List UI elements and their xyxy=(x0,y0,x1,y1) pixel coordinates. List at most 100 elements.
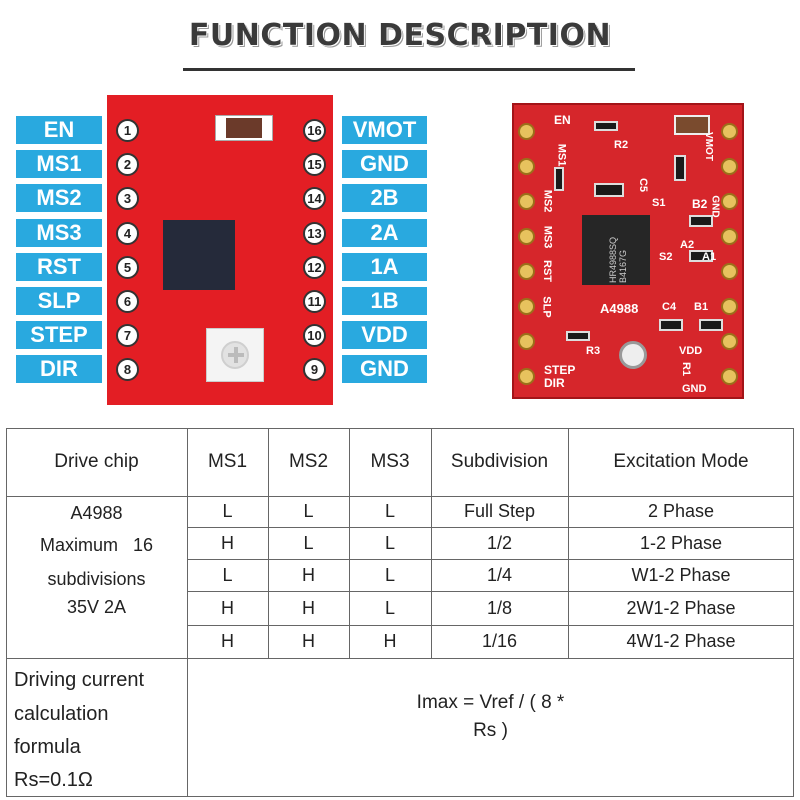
formula-label-text: calculation xyxy=(14,703,109,725)
table-cell: L xyxy=(222,501,233,521)
pin-number: 10 xyxy=(303,324,326,347)
photo-silkscreen-label: GND xyxy=(709,195,721,218)
photo-silkscreen-label: C5 xyxy=(637,177,650,193)
table-cell: H xyxy=(221,533,234,553)
photo-silkscreen-label: S2 xyxy=(659,251,673,263)
pin-label-right: VDD xyxy=(342,321,427,349)
pin-number: 11 xyxy=(303,290,326,313)
photo-silkscreen-label: MS2 xyxy=(541,189,554,213)
formula-text: Imax = Vref / ( 8 * xyxy=(416,692,565,713)
photo-solder-pad xyxy=(518,123,535,140)
pin-number: 16 xyxy=(303,119,326,142)
pin-number: 3 xyxy=(116,187,139,210)
photo-solder-pad xyxy=(721,228,738,245)
table-header-cell: MS2 xyxy=(288,451,329,472)
photo-silkscreen-label: VMOT xyxy=(702,132,714,161)
photo-silkscreen-label: C4 xyxy=(662,301,677,313)
pin-label-left: RST xyxy=(16,253,102,281)
table-cell: Full Step xyxy=(463,501,536,521)
capacitor-body xyxy=(226,118,262,138)
photo-silkscreen-label: A2 xyxy=(680,239,695,251)
table-cell: 4W1-2 Phase xyxy=(626,631,736,651)
photo-solder-pad xyxy=(518,333,535,350)
table-gridline xyxy=(268,428,269,658)
photo-silkscreen-label: R3 xyxy=(586,345,601,357)
photo-solder-pad xyxy=(518,368,535,385)
table-cell: H xyxy=(221,631,234,651)
table-gridline xyxy=(6,658,794,659)
photo-silkscreen-label: A4988 xyxy=(600,301,639,316)
table-header-cell: Subdivision xyxy=(450,451,549,472)
photo-chip-marking: HR4988SQ B4167G xyxy=(608,236,628,283)
photo-silkscreen-label: B2 xyxy=(692,197,708,211)
table-cell: L xyxy=(384,533,395,553)
photo-silkscreen-label: B1 xyxy=(694,301,709,313)
photo-solder-pad xyxy=(518,193,535,210)
photo-resistor xyxy=(689,250,713,262)
table-gridline xyxy=(187,591,794,592)
photo-solder-pad xyxy=(518,263,535,280)
photo-silkscreen-label: R2 xyxy=(614,139,629,151)
pin-number: 2 xyxy=(116,153,139,176)
photo-silkscreen-label: MS1 xyxy=(555,143,568,167)
table-gridline xyxy=(6,796,794,797)
table-gridline xyxy=(6,428,7,797)
pin-label-left: MS1 xyxy=(16,150,102,178)
photo-silkscreen-label: S1 xyxy=(652,197,666,209)
table-cell: 1/16 xyxy=(481,631,518,651)
table-header-cell: MS1 xyxy=(207,451,248,472)
table-header-cell: Excitation Mode xyxy=(613,451,749,472)
photo-resistor xyxy=(566,331,590,341)
pin-label-right: 1B xyxy=(342,287,427,315)
table-cell: W1-2 Phase xyxy=(631,565,731,585)
table-cell: L xyxy=(222,565,233,585)
table-gridline xyxy=(6,496,794,497)
table-cell: L xyxy=(384,598,395,618)
photo-solder-pad xyxy=(721,193,738,210)
drive-chip-text: A4988 xyxy=(70,503,123,523)
photo-resistor xyxy=(594,183,624,197)
table-header-cell: Drive chip xyxy=(54,451,139,472)
pin-number: 15 xyxy=(303,153,326,176)
table-cell: H xyxy=(221,598,234,618)
potentiometer-knob xyxy=(221,341,249,369)
photo-silkscreen-label: VDD xyxy=(679,345,703,357)
photo-silkscreen-label: SLP xyxy=(540,296,553,318)
pin-number: 14 xyxy=(303,187,326,210)
photo-solder-pad xyxy=(721,123,738,140)
potentiometer xyxy=(206,328,264,382)
pin-number: 5 xyxy=(116,256,139,279)
pin-number: 12 xyxy=(303,256,326,279)
table-gridline xyxy=(187,428,188,797)
table-cell: 2W1-2 Phase xyxy=(626,598,736,618)
pin-label-right: VMOT xyxy=(342,116,427,144)
pin-number: 13 xyxy=(303,222,326,245)
table-cell: 1/8 xyxy=(486,598,513,618)
photo-driver-chip: HR4988SQ B4167G xyxy=(582,215,650,285)
photo-silkscreen-label: RST xyxy=(541,260,553,282)
photo-solder-pad xyxy=(518,158,535,175)
photo-solder-pad xyxy=(721,298,738,315)
photo-solder-pad xyxy=(518,228,535,245)
table-gridline xyxy=(187,559,794,560)
formula-label-text: Rs=0.1Ω xyxy=(14,769,93,791)
photo-solder-pad xyxy=(518,298,535,315)
drive-chip-text: subdivisions xyxy=(47,569,146,589)
pin-label-right: 1A xyxy=(342,253,427,281)
photo-silkscreen-label: DIR xyxy=(544,376,565,390)
photo-potentiometer xyxy=(619,341,647,369)
pin-number: 6 xyxy=(116,290,139,313)
table-gridline xyxy=(349,428,350,658)
drive-chip-text: 35V 2A xyxy=(66,597,127,617)
pin-label-left: MS2 xyxy=(16,184,102,212)
table-cell: L xyxy=(303,501,314,521)
table-gridline xyxy=(6,428,794,429)
photo-solder-pad xyxy=(721,263,738,280)
pin-number: 1 xyxy=(116,119,139,142)
table-cell: 2 Phase xyxy=(647,501,715,521)
pin-label-left: STEP xyxy=(16,321,102,349)
table-gridline xyxy=(187,625,794,626)
